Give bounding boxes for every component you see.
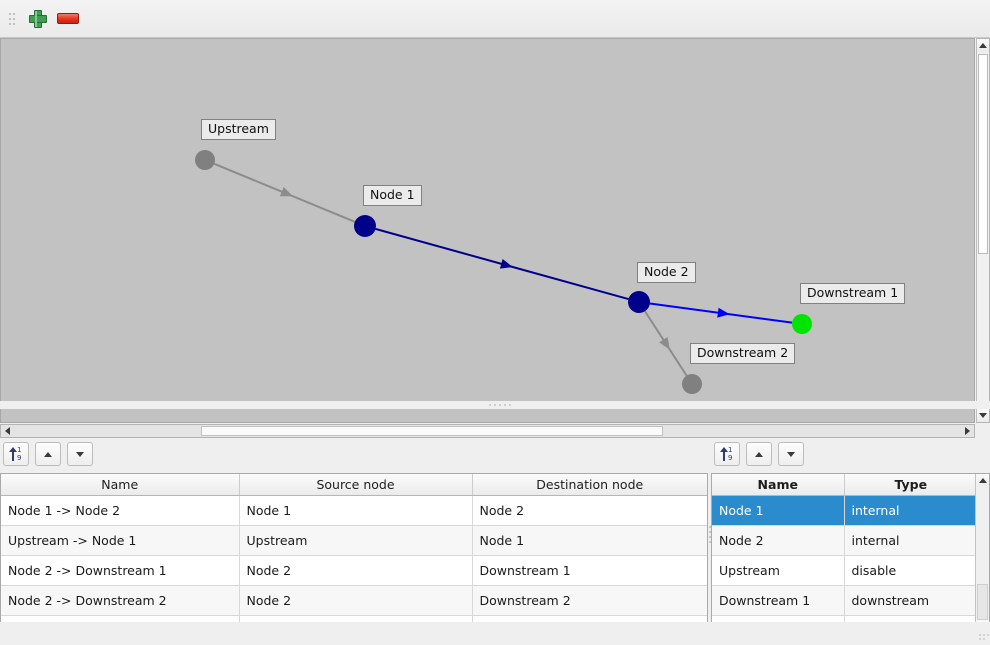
table-cell: Node 1 -> Node 2 [1,495,240,526]
nodes-column-header[interactable]: Name [712,474,845,496]
scroll-down-arrow[interactable] [977,409,989,422]
table-cell: Node 2 [239,555,473,586]
graph-edge-arrowhead [279,187,293,197]
table-cell: internal [844,495,977,526]
edges-move-down-button[interactable] [67,442,93,466]
resize-grip[interactable] [979,634,987,642]
graph-node-label-downstream1[interactable]: Downstream 1 [800,283,906,304]
table-cell: Upstream -> Node 1 [1,525,240,556]
table-cell: Node 2 [472,495,707,526]
toolbar [0,0,990,38]
nodes-move-up-button[interactable] [746,442,772,466]
toolbar-drag-handle[interactable] [3,6,17,32]
graph-node-node1[interactable] [354,215,376,237]
canvas-horizontal-scrollbar[interactable] [0,424,975,438]
graph-node-label-node2[interactable]: Node 2 [637,262,696,283]
graph-node-node2[interactable] [628,291,650,313]
triangle-up-icon [44,451,52,457]
table-cell: internal [844,525,977,556]
table-cell: Node 2 [239,585,473,616]
graph-node-downstream2[interactable] [682,374,702,394]
graph-node-downstream1[interactable] [792,314,812,334]
plus-icon [29,9,47,28]
nodes-column-header[interactable]: Type [844,474,977,496]
graph-edge-arrowhead [499,258,513,269]
table-cell: Node 1 [472,525,707,556]
nodes-scroll-thumb[interactable] [977,584,988,620]
graph-node-upstream[interactable] [195,150,215,170]
nodes-table-scrollbar[interactable] [975,474,989,633]
table-cell: downstream [844,585,977,616]
triangle-up-icon [755,451,763,457]
window-footer [0,622,990,645]
table-cell: Node 2 -> Downstream 1 [1,555,240,586]
triangle-down-icon [787,451,795,457]
scroll-up-arrow[interactable] [976,474,989,487]
table-cell: Upstream [239,525,473,556]
vertical-splitter[interactable] [708,442,711,620]
table-cell: disable [844,555,977,586]
minus-icon [57,13,79,24]
edge-layer [213,162,793,377]
table-cell: Node 2 [712,525,845,556]
edges-column-header[interactable]: Destination node [472,474,707,496]
table-cell: Downstream 2 [472,585,707,616]
scroll-up-arrow[interactable] [977,39,989,52]
graph-node-label-node1[interactable]: Node 1 [363,185,422,206]
graph-edge-arrowhead [659,336,670,350]
graph-svg [195,150,812,394]
edges-column-header[interactable]: Name [1,474,240,496]
node-layer [195,150,812,394]
edges-move-up-button[interactable] [35,442,61,466]
table-cell: Node 2 -> Downstream 2 [1,585,240,616]
horizontal-scroll-thumb[interactable] [201,426,663,436]
remove-node-button[interactable] [53,4,83,34]
scroll-left-arrow[interactable] [1,425,14,437]
table-cell: Downstream 1 [472,555,707,586]
canvas-vertical-scrollbar[interactable] [976,38,990,423]
nodes-move-down-button[interactable] [778,442,804,466]
graph-edge-arrowhead [717,307,730,318]
graph-node-label-downstream2[interactable]: Downstream 2 [690,343,796,364]
horizontal-splitter[interactable] [0,401,990,409]
vertical-scroll-thumb[interactable] [978,54,988,254]
edges-column-header[interactable]: Source node [239,474,473,496]
table-cell: Node 1 [239,495,473,526]
triangle-down-icon [76,451,84,457]
table-cell: Downstream 1 [712,585,845,616]
scroll-right-arrow[interactable] [961,425,974,437]
table-cell: Node 1 [712,495,845,526]
graph-node-label-upstream[interactable]: Upstream [201,119,276,140]
table-cell: Upstream [712,555,845,586]
add-node-button[interactable] [23,4,53,34]
